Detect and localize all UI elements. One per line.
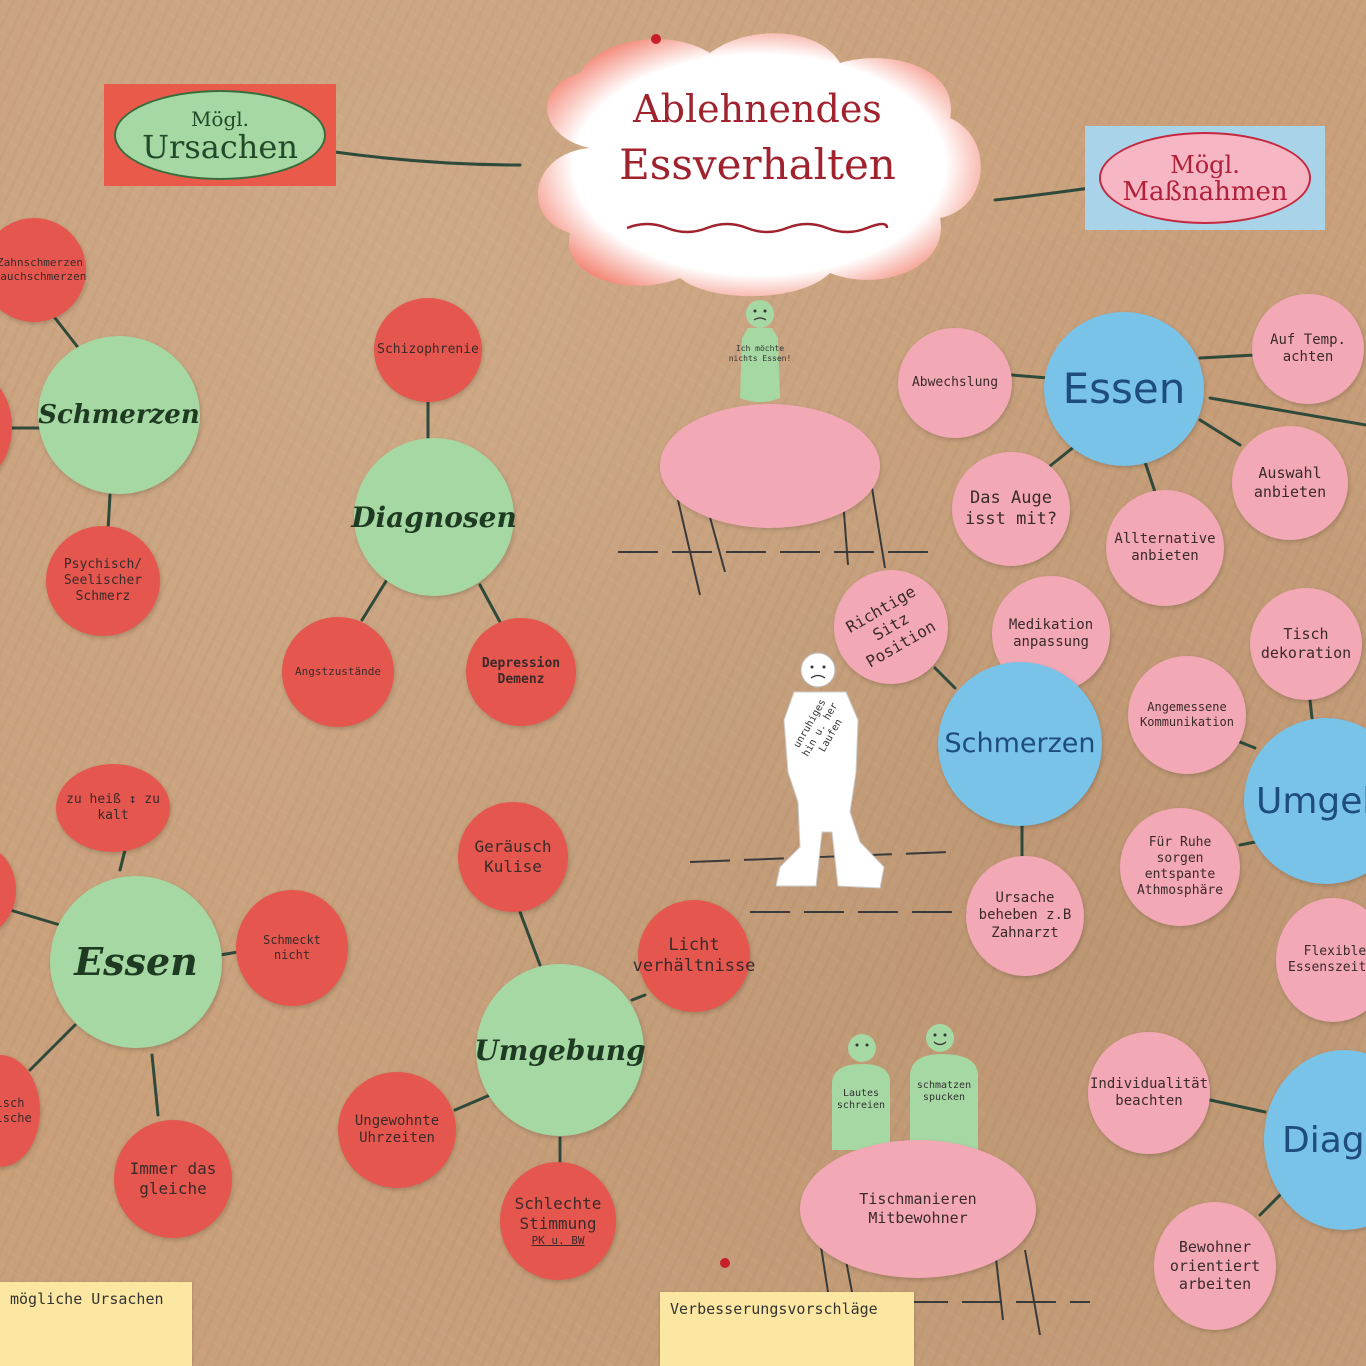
cloud-shape bbox=[537, 33, 981, 297]
ursachen-oval: Mögl. Ursachen bbox=[114, 90, 326, 180]
bubble-tischdekoration-text: Tisch dekoration bbox=[1260, 625, 1352, 662]
center-title-line1: Ablehnendes bbox=[633, 86, 882, 131]
figure-laut-text: Lautes schreien bbox=[836, 1088, 886, 1111]
table-top bbox=[660, 404, 880, 528]
table-bottom: Tischmanieren Mitbewohner bbox=[800, 1140, 1036, 1278]
bubble-zahnschmerzen: Zahnschmerzen Bauchschmerzen bbox=[0, 218, 86, 322]
bubble-licht: Licht verhältnisse bbox=[633, 900, 755, 1012]
push-pin-top bbox=[651, 34, 661, 44]
figure-spuck-text: schmatzen spucken bbox=[916, 1080, 972, 1103]
bubble-kommunikation-text: Angemessene Kommunikation bbox=[1140, 700, 1234, 729]
bubble-schizophrenie: Schizophrenie bbox=[374, 298, 482, 402]
bubble-ruhe-text: Für Ruhe sorgen entspante Athmosphäre bbox=[1136, 834, 1224, 899]
hub-essen-left: Essen bbox=[50, 876, 222, 1048]
massnahmen-card: Mögl. Maßnahmen bbox=[1085, 126, 1325, 230]
bubble-geraeusch-text: Geräusch Kulise bbox=[474, 837, 552, 876]
bubble-alternative: Allternative anbieten bbox=[1106, 490, 1224, 606]
bubble-zahnschmerzen-text: Zahnschmerzen Bauchschmerzen bbox=[0, 256, 87, 283]
hub-schmerzen-left: Schmerzen bbox=[38, 336, 200, 494]
bubble-psychisch-text: Psychisch/ Seelischer Schmerz bbox=[63, 556, 143, 605]
bubble-abwechslung: Abwechslung bbox=[898, 328, 1012, 438]
bubble-stimmung-text: Schlechte Stimmung bbox=[514, 1194, 602, 1234]
figure-top-speech: Ich möchte nichts Essen! bbox=[728, 344, 792, 363]
ursachen-line2: Ursachen bbox=[142, 128, 298, 166]
note-verbesserung-text: Verbesserungsvorschläge bbox=[670, 1300, 878, 1318]
hub-essen-right-text: Essen bbox=[1062, 363, 1186, 413]
bubble-heiss-kalt-text: zu heiß ↕ zu kalt bbox=[66, 791, 160, 823]
bubble-kommunikation: Angemessene Kommunikation bbox=[1128, 656, 1246, 774]
ursachen-line1: Mögl. bbox=[190, 107, 250, 131]
bubble-schmeckt-nicht: Schmeckt nicht bbox=[236, 890, 348, 1006]
bubble-temp-text: Auf Temp. achten bbox=[1270, 331, 1346, 366]
bubble-ruhe: Für Ruhe sorgen entspante Athmosphäre bbox=[1120, 808, 1240, 926]
bubble-uhrzeiten: Ungewohnte Uhrzeiten bbox=[338, 1072, 456, 1188]
bubble-sitzposition: Richtige Sitz Position bbox=[834, 570, 948, 684]
note-moegliche-ursachen-text: mögliche Ursachen bbox=[10, 1290, 164, 1308]
bubble-uhrzeiten-text: Ungewohnte Uhrzeiten bbox=[354, 1112, 440, 1147]
table-bottom-text: Tischmanieren Mitbewohner bbox=[859, 1190, 977, 1227]
hub-diagnosen: Diagnosen bbox=[351, 438, 517, 596]
hub-umgebung-right-text: Umgebu bbox=[1256, 780, 1366, 822]
bubble-licht-text: Licht verhältnisse bbox=[632, 934, 756, 976]
bubble-schmeckt-nicht-text: Schmeckt nicht bbox=[263, 933, 321, 962]
bubble-ursache-beheben: Ursache beheben z.B Zahnarzt bbox=[966, 856, 1084, 976]
bubble-immer-gleiche-text: Immer das gleiche bbox=[129, 1159, 217, 1198]
bubble-stimmung-sub: PK u. BW bbox=[531, 1234, 585, 1248]
bubble-auge-text: Das Auge isst mit? bbox=[964, 487, 1058, 529]
massnahmen-line2: Maßnahmen bbox=[1122, 177, 1288, 207]
hub-diagnosen-right-text: Diagn bbox=[1282, 1119, 1366, 1161]
bubble-temp: Auf Temp. achten bbox=[1252, 294, 1364, 404]
bubble-misch-text: isch mische bbox=[0, 1096, 32, 1125]
bubble-flexible: Flexible Essenszeiten bbox=[1276, 898, 1366, 1022]
bubble-depression: Depression Demenz bbox=[466, 618, 576, 726]
center-title-line2: Essverhalten bbox=[619, 140, 896, 190]
bubble-psychisch: Psychisch/ Seelischer Schmerz bbox=[46, 526, 160, 636]
hub-diagnosen-text: Diagnosen bbox=[351, 500, 517, 534]
bubble-medikation-text: Medikation anpassung bbox=[1008, 616, 1094, 651]
hub-schmerzen-left-text: Schmerzen bbox=[38, 399, 200, 430]
hub-umgebung-left-text: Umgebung bbox=[474, 1033, 646, 1067]
hub-schmerzen-right: Schmerzen bbox=[938, 662, 1102, 826]
hub-umgebung-left: Umgebung bbox=[474, 964, 646, 1136]
bubble-tischdekoration: Tisch dekoration bbox=[1250, 588, 1362, 700]
bubble-individualitaet: Individualität beachten bbox=[1088, 1032, 1210, 1154]
figure-top-sad: Ich möchte nichts Essen! bbox=[718, 298, 802, 406]
bubble-individualitaet-text: Individualität beachten bbox=[1090, 1075, 1209, 1110]
bubble-auge: Das Auge isst mit? bbox=[952, 452, 1070, 566]
hub-umgebung-right: Umgebu bbox=[1244, 718, 1366, 884]
note-moegliche-ursachen: mögliche Ursachen bbox=[0, 1282, 192, 1366]
bubble-flexible-text: Flexible Essenszeiten bbox=[1288, 943, 1366, 975]
note-verbesserung: Verbesserungsvorschläge bbox=[660, 1292, 914, 1366]
center-cloud: Ablehnendes Essverhalten bbox=[520, 28, 995, 303]
ursachen-card: Mögl. Ursachen bbox=[104, 84, 336, 186]
bubble-angstzustaende: Angstzustände bbox=[282, 617, 394, 727]
bubble-depression-text: Depression Demenz bbox=[481, 655, 561, 687]
figure-spuck: schmatzen spucken bbox=[906, 1022, 982, 1152]
bubble-bewohner-text: Bewohner orientiert arbeiten bbox=[1169, 1237, 1261, 1294]
bubble-angstzustaende-text: Angstzustände bbox=[294, 665, 382, 679]
bubble-auswahl-text: Auswahl anbieten bbox=[1253, 464, 1327, 501]
bubble-abwechslung-text: Abwechslung bbox=[911, 374, 999, 390]
massnahmen-line1: Mögl. bbox=[1170, 151, 1240, 179]
hub-essen-left-text: Essen bbox=[74, 939, 198, 985]
bubble-auswahl: Auswahl anbieten bbox=[1232, 426, 1348, 540]
figure-walker: unruhiges hin u. her Laufen bbox=[775, 652, 886, 892]
hub-schmerzen-right-text: Schmerzen bbox=[944, 728, 1096, 760]
squiggle-underline bbox=[627, 222, 889, 234]
figure-laut: Lautes schreien bbox=[828, 1032, 894, 1152]
push-pin-bottom bbox=[720, 1258, 730, 1268]
bubble-bewohner: Bewohner orientiert arbeiten bbox=[1154, 1202, 1276, 1330]
bubble-schizophrenie-text: Schizophrenie bbox=[377, 341, 479, 357]
hub-essen-right: Essen bbox=[1044, 312, 1204, 466]
massnahmen-oval: Mögl. Maßnahmen bbox=[1099, 132, 1311, 224]
bubble-geraeusch: Geräusch Kulise bbox=[458, 802, 568, 912]
bubble-immer-gleiche: Immer das gleiche bbox=[114, 1120, 232, 1238]
bubble-ursache-beheben-text: Ursache beheben z.B Zahnarzt bbox=[978, 889, 1072, 941]
bubble-stimmung: Schlechte Stimmung PK u. BW bbox=[500, 1162, 616, 1280]
bubble-heiss-kalt: zu heiß ↕ zu kalt bbox=[56, 764, 170, 852]
bubble-alternative-text: Allternative anbieten bbox=[1114, 530, 1216, 565]
